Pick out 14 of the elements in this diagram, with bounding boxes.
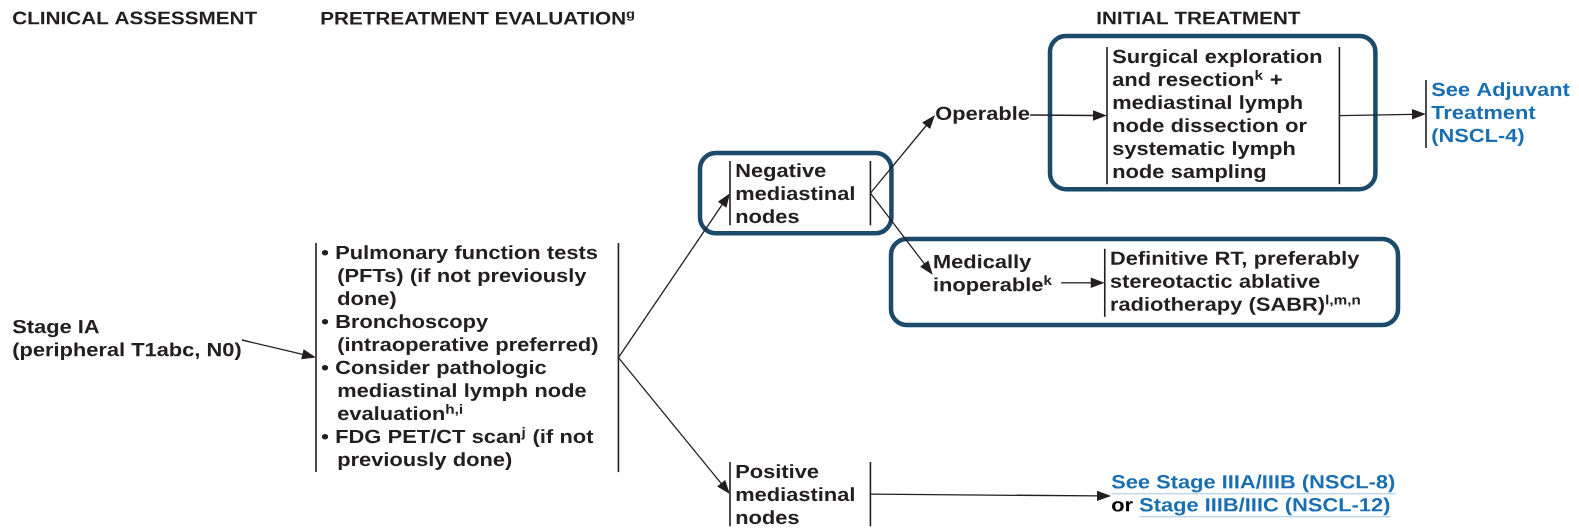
- bracket-box: Positive mediastinal nodes: [729, 461, 872, 528]
- bracket-box: Definitive RT, preferably stereotactic ablative radiotherapy (SABR)$^{l,m,n}$: [1103, 247, 1360, 318]
- bracket-box: • Pulmonary function tests (PFTs) (if not previously done) • Bronchoscopy (intraoperative preferred) • Consider pathologic mediastinal lymph node evaluation$^{h,i}$ • FDG PET/CT scan$^{j}$ (if not previously done): [315, 242, 620, 473]
- branch-text: Operable: [936, 106, 1030, 124]
- arrow: [869, 115, 935, 194]
- column-heading: CLINICAL ASSESSMENT: [13, 11, 257, 25]
- link-text: See Stage IIIA/IIIB (NSCL-8) or Stage IIIB/IIIC (NSCL-12): [1111, 474, 1396, 517]
- branch-text: Medically inoperable$^{k}$: [934, 254, 1052, 296]
- stage-text: Stage IA (peripheral T1abc, N0): [12, 319, 241, 361]
- link-text: See Adjuvant Treatment (NSCL-4): [1425, 79, 1570, 149]
- highlight-frame: [888, 236, 1401, 328]
- bracket-box: Negative mediastinal nodes: [697, 150, 894, 236]
- bracket-box: Surgical exploration and resection$^{k}$ + mediastinal lymph node dissection or systematic lymph node sampling: [1047, 33, 1378, 192]
- column-heading: PRETREATMENT EVALUATION$^{g}$: [321, 11, 634, 25]
